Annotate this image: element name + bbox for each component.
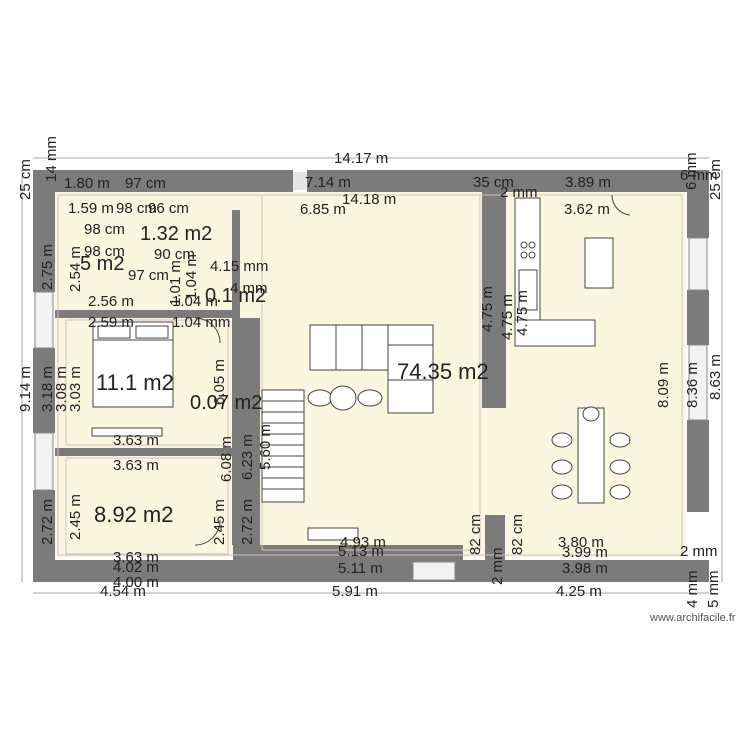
dim-h-399: 3.99 m [562,544,608,561]
dim-h-591: 5.91 m [332,583,378,600]
dim-v-272b: 2.72 m [239,499,256,545]
dim-top-f: 3.89 m [565,174,611,191]
dim-h-2mm: 2 mm [680,543,718,560]
interior-walls [55,192,506,565]
dim-r-101: 1.01 m [167,260,184,306]
dim-h-493: 4.93 m [340,534,386,551]
dim-v-475a: 4.75 m [479,286,496,332]
exterior-walls [33,170,709,582]
dim-r-45: 4 mm [230,280,268,297]
sofa [309,324,434,414]
bed [91,321,174,437]
dim-r-98a: 98 cm [116,200,157,217]
area-upper-a: 5 m2 [80,253,124,275]
dim-h-363b: 3.63 m [113,457,159,474]
dimension-lines [21,157,723,594]
tv-bench [307,527,359,541]
area-corridor: 0.07 m2 [190,392,262,414]
dim-top-i: 3.62 m [564,201,610,218]
dim-left-303: 3.03 m [67,366,84,412]
dim-v-608: 6.08 m [218,436,235,482]
dim-v-863: 8.63 m [707,354,724,400]
dim-v-2mm: 2 mm [489,548,506,586]
dim-h-363a: 3.63 m [113,432,159,449]
dim-r-256: 2.56 m [88,293,134,310]
dim-left-14: 14 mm [43,136,60,182]
dim-top-g: 14.18 m [342,191,396,208]
dim-right-6: 6 mm [683,153,700,191]
dim-top-e: 2 mm [500,184,538,201]
area-living: 74.35 m2 [397,359,489,384]
area-room-low: 8.92 m2 [94,502,174,527]
dim-r-259: 2.59 m [88,314,134,331]
dim-v-560: 5.60 m [257,424,274,470]
dim-r-159: 1.59 m [68,200,114,217]
dim-h-402: 4.02 m [113,559,159,576]
dim-r-90: 90 cm [154,246,195,263]
dim-v-475b: 4.75 m [499,294,516,340]
dim-h-380: 3.80 m [558,534,604,551]
dim-top-a: 1.80 m [64,175,110,192]
staircase [261,389,305,503]
dim-v-245b: 2.45 m [211,499,228,545]
dim-left-308: 3.08 m [53,366,70,412]
dim-top-total: 14.17 m [334,150,388,167]
dim-v-836: 8.36 m [684,362,701,408]
area-small: 0.1 m2 [205,285,266,307]
dim-v-623: 6.23 m [239,434,256,480]
dim-v-5mm: 5 mm [705,571,722,609]
dim-h-454: 4.54 m [100,583,146,600]
dim-h-398: 3.98 m [562,560,608,577]
dim-v-4mm: 4 mm [684,571,701,609]
dim-top-b: 97 cm [125,175,166,192]
dim-h-400: 4.00 m [113,574,159,591]
dim-v-82b: 82 cm [509,514,526,555]
dim-h-513: 5.13 m [338,543,384,560]
watermark: www.archifacile.fr [649,612,736,624]
dim-r-98b: 98 cm [84,221,125,238]
dim-h-511: 5.11 m [338,560,383,577]
dim-left-272: 2.72 m [39,499,56,545]
dim-left-318: 3.18 m [39,366,56,412]
dim-r-98c: 98 cm [84,243,125,260]
dim-r-415: 4.15 mm [210,258,268,275]
room-outlines [57,194,683,556]
dim-h-425: 4.25 m [556,583,602,600]
dim-v-475c: 4.75 m [514,290,531,336]
dim-left-254: 2.54 m [67,246,84,292]
dim-r-97: 97 cm [128,267,169,284]
dim-r-104: 1.04 m [183,254,200,300]
dim-h-363c: 3.63 m [113,549,159,566]
area-bedroom: 11.1 m2 [96,370,174,395]
dim-v-809: 8.09 m [655,362,672,408]
coffee-table [307,385,383,411]
dining-table [551,406,631,504]
dim-h-6mm: 6 mm [680,167,718,184]
dim-v-605: 6.05 m [211,359,228,405]
doors [194,194,631,546]
area-upper-b: 1.32 m2 [140,223,212,245]
dim-top-h: 6.85 m [300,201,346,218]
dim-r-104b: 1.04 m [172,293,218,310]
dim-left-275: 2.75 m [39,244,56,290]
dim-r-104mm: 1.04 mm [172,314,230,331]
dim-top-c: 7.14 m [305,174,351,191]
windows [34,172,708,581]
dim-left-245: 2.45 m [67,494,84,540]
dim-v-82a: 82 cm [467,514,484,555]
dim-top-d: 35 cm [473,174,514,191]
dim-right-25: 25 cm [707,159,724,200]
dim-r-96: 96 cm [148,200,189,217]
kitchen [514,197,614,347]
dim-left-25: 25 cm [17,159,34,200]
dim-left-914: 9.14 m [17,366,34,412]
